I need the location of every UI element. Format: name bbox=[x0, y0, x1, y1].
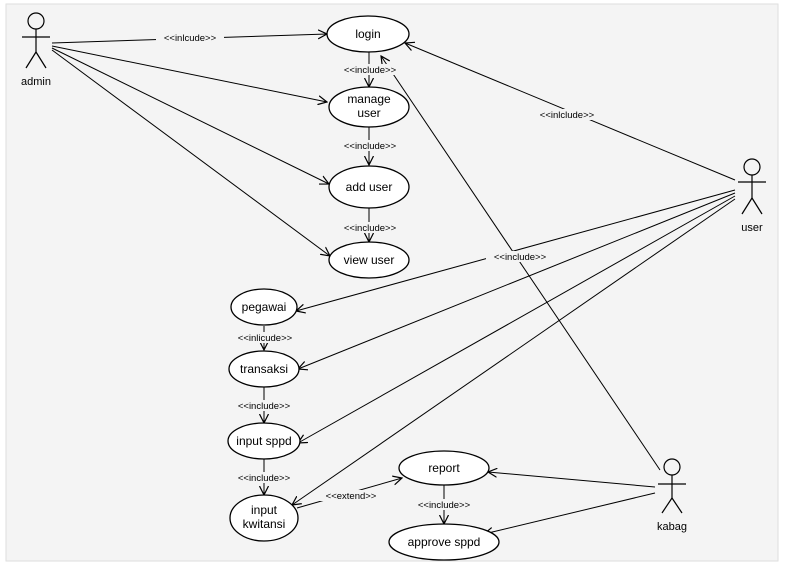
line-admin-manage-user bbox=[51, 45, 327, 102]
actor-kabag-figure-icon bbox=[658, 458, 686, 514]
line-user-transaksi bbox=[298, 192, 736, 369]
use-case-approve-sppd: approve sppd bbox=[388, 523, 500, 561]
label-add-user-view-user: <<include>> bbox=[336, 222, 404, 234]
label-login-manage-user: <<include>> bbox=[336, 64, 404, 76]
use-case-pegawai: pegawai bbox=[230, 288, 298, 326]
relationship-labels: <<inlcude>> <<include>> <<include>> <<in… bbox=[156, 32, 602, 511]
use-case-add-user-label: add user bbox=[346, 180, 393, 194]
use-case-transaksi-label: transaksi bbox=[240, 362, 288, 376]
svg-text:<<include>>: <<include>> bbox=[418, 500, 471, 511]
label-report-approve-sppd: <<include>> bbox=[410, 499, 478, 511]
use-case-input-sppd: input sppd bbox=[227, 422, 301, 460]
actor-admin-label: admin bbox=[21, 76, 51, 88]
svg-text:<<inlicude>>: <<inlicude>> bbox=[238, 333, 293, 344]
label-user-login: <<inlclude>> bbox=[532, 109, 602, 121]
use-case-login: login bbox=[326, 15, 410, 53]
actor-user: user bbox=[738, 158, 766, 234]
label-input-kwitansi-report: <<extend>> bbox=[318, 490, 384, 502]
line-kabag-report bbox=[488, 472, 656, 488]
label-manage-user-add-user: <<include>> bbox=[336, 140, 404, 152]
svg-text:<<include>>: <<include>> bbox=[344, 223, 397, 234]
use-case-view-user: view user bbox=[328, 241, 410, 279]
line-admin-add-user bbox=[51, 47, 329, 184]
line-kabag-approve-sppd bbox=[484, 492, 656, 534]
use-case-pegawai-label: pegawai bbox=[242, 300, 287, 314]
use-case-manage-user: manage user bbox=[328, 86, 410, 128]
svg-text:<<inlclude>>: <<inlclude>> bbox=[540, 110, 595, 121]
line-user-input-kwitansi bbox=[292, 198, 736, 505]
use-case-input-kwitansi-label-line2: kwitansi bbox=[243, 517, 286, 531]
actor-admin: admin bbox=[21, 12, 51, 88]
svg-text:<<include>>: <<include>> bbox=[344, 141, 397, 152]
relationship-lines bbox=[51, 34, 736, 534]
use-case-report-label: report bbox=[428, 461, 460, 475]
use-case-report: report bbox=[398, 450, 490, 486]
actor-user-label: user bbox=[741, 222, 763, 234]
use-case-add-user: add user bbox=[328, 165, 410, 209]
actor-kabag-label: kabag bbox=[657, 521, 687, 533]
actor-admin-figure-icon bbox=[22, 12, 50, 69]
svg-text:<<include>>: <<include>> bbox=[494, 252, 547, 263]
label-input-sppd-input-kwitansi: <<include>> bbox=[230, 472, 298, 484]
use-case-transaksi: transaksi bbox=[228, 350, 300, 388]
svg-text:<<extend>>: <<extend>> bbox=[326, 491, 377, 502]
actor-kabag: kabag bbox=[657, 458, 687, 533]
use-case-login-label: login bbox=[355, 27, 380, 41]
label-pegawai-transaksi: <<inlicude>> bbox=[229, 332, 301, 344]
svg-text:<<inlcude>>: <<inlcude>> bbox=[164, 33, 217, 44]
use-case-input-sppd-label: input sppd bbox=[236, 434, 291, 448]
svg-text:<<include>>: <<include>> bbox=[344, 65, 397, 76]
line-user-input-sppd bbox=[298, 195, 736, 443]
use-case-approve-sppd-label: approve sppd bbox=[408, 535, 481, 549]
label-user-pegawai: <<include>> bbox=[486, 251, 554, 263]
label-transaksi-input-sppd: <<include>> bbox=[230, 400, 298, 412]
label-admin-login: <<inlcude>> bbox=[156, 32, 224, 44]
line-kabag-login bbox=[381, 56, 661, 471]
use-case-manage-user-label-line1: manage bbox=[347, 92, 391, 106]
actor-user-figure-icon bbox=[738, 158, 766, 215]
svg-text:<<include>>: <<include>> bbox=[238, 473, 291, 484]
use-case-manage-user-label-line2: user bbox=[357, 106, 380, 120]
svg-text:<<include>>: <<include>> bbox=[238, 401, 291, 412]
line-user-pegawai bbox=[296, 189, 736, 311]
line-admin-view-user bbox=[51, 49, 330, 256]
use-case-view-user-label: view user bbox=[344, 253, 395, 267]
diagram-background bbox=[5, 3, 779, 562]
use-case-input-kwitansi: input kwitansi bbox=[229, 494, 299, 542]
use-case-input-kwitansi-label-line1: input bbox=[251, 503, 278, 517]
